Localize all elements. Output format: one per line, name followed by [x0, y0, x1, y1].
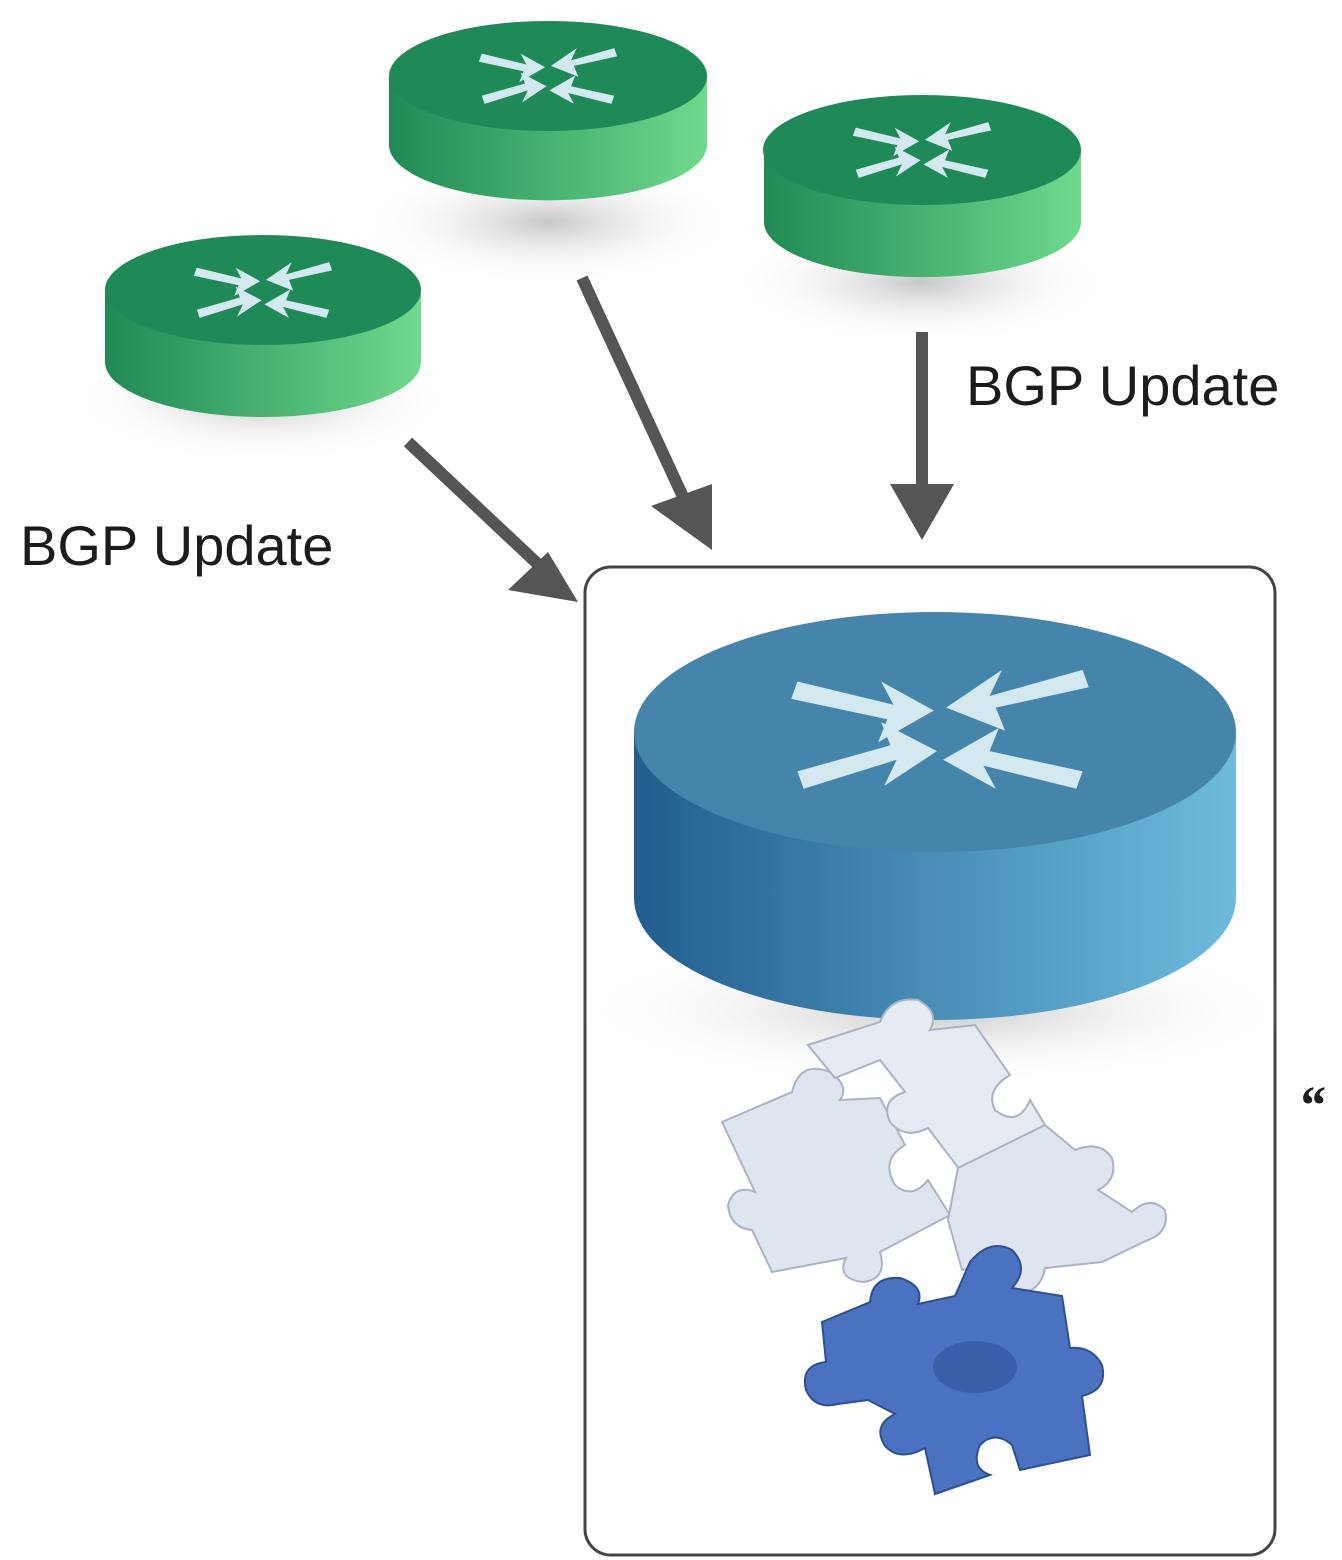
bgp-update-label-left: BGP Update [20, 514, 334, 577]
peer-router-center [358, 21, 738, 284]
quote-mark: “ [1298, 1075, 1325, 1135]
router-frame [583, 565, 1277, 1557]
arrow-icon [403, 275, 954, 602]
bgp-update-label-right: BGP Update [966, 354, 1280, 417]
main-router [575, 612, 1295, 1085]
puzzle-icon [720, 998, 1167, 1496]
peer-router-right [731, 95, 1111, 344]
peer-router-left [72, 235, 452, 462]
